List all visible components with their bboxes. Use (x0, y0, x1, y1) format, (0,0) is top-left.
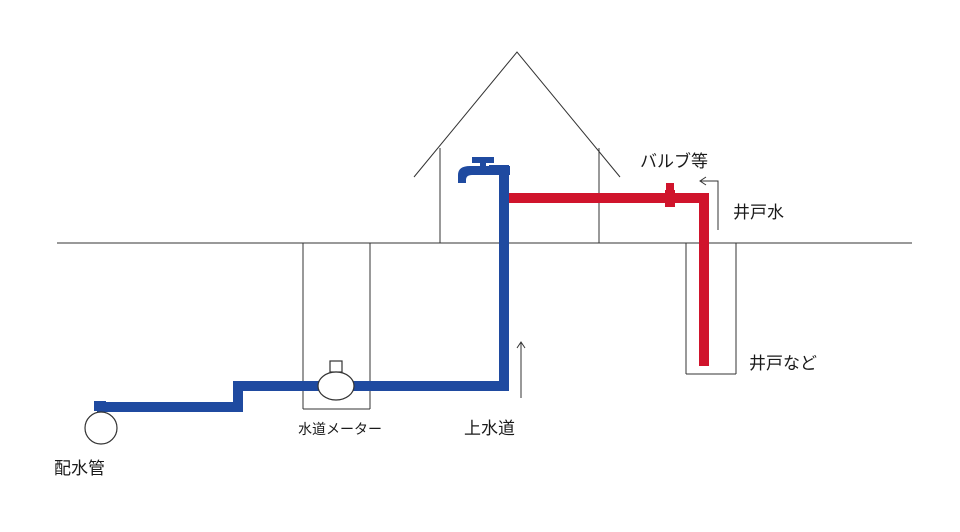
water-meter-icon (317, 360, 355, 401)
label-well: 井戸など (749, 354, 817, 374)
house (413, 51, 621, 243)
label-well-water: 井戸水 (733, 203, 784, 223)
label-main-pipe: 配水管 (54, 459, 105, 479)
city-water-arrow (516, 341, 526, 398)
valve-arrow (699, 176, 719, 230)
main-pipe-icon (84, 401, 118, 445)
label-valve: バルブ等 (640, 151, 708, 172)
city-water-pipe (97, 165, 509, 412)
label-city-water: 上水道 (464, 419, 515, 439)
well-water-pipe (509, 193, 709, 366)
label-water-meter: 水道メーター (298, 422, 382, 438)
valve-icon (665, 183, 675, 207)
well-pit (685, 243, 737, 375)
faucet-icon (458, 157, 510, 183)
